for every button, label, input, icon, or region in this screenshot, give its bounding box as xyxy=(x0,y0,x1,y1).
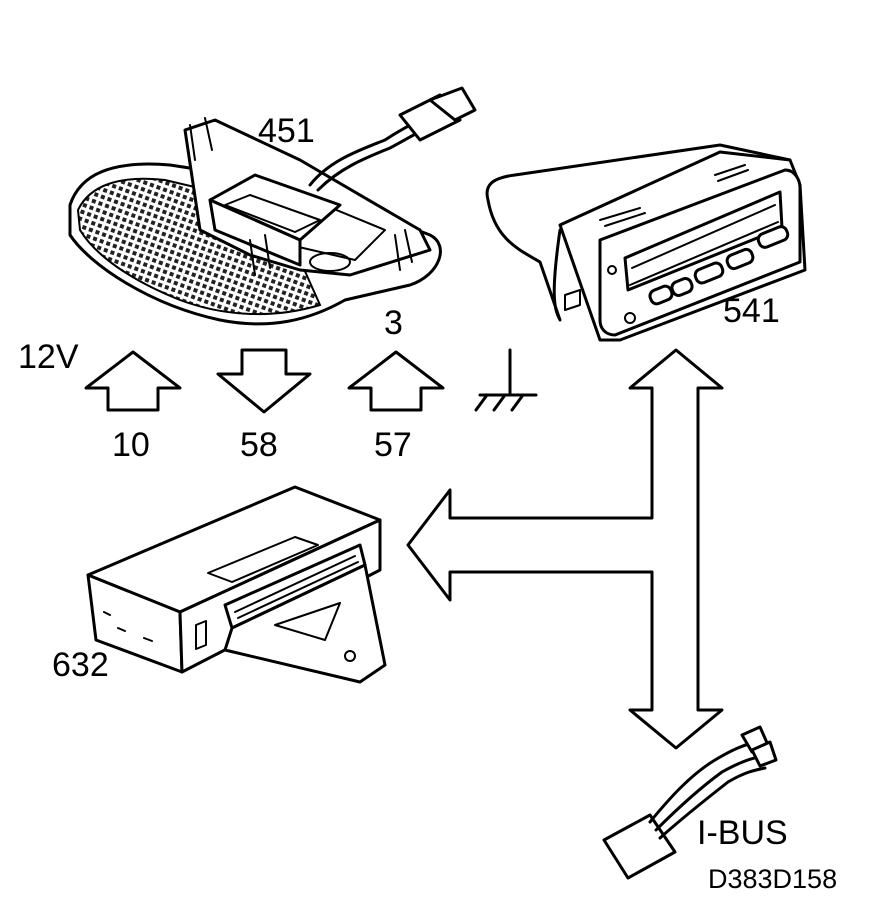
figure-code: D383D158 xyxy=(708,864,837,894)
label-10: 10 xyxy=(112,426,150,464)
bidirectional-arrow-icon xyxy=(406,348,724,750)
interior-lamp-illustration xyxy=(68,86,477,326)
label-451: 451 xyxy=(258,112,315,150)
label-3: 3 xyxy=(384,304,403,342)
up-arrow-icon xyxy=(347,350,445,412)
ground-symbol-icon xyxy=(474,348,538,412)
down-arrow-icon xyxy=(216,348,312,414)
up-arrow-icon xyxy=(84,350,182,412)
label-ibus: I-BUS xyxy=(697,814,788,852)
label-12v: 12V xyxy=(18,338,79,376)
label-58: 58 xyxy=(240,426,278,464)
label-57: 57 xyxy=(374,426,412,464)
display-unit-illustration xyxy=(485,143,807,342)
label-632: 632 xyxy=(52,646,109,684)
control-module-illustration xyxy=(86,485,387,684)
label-541: 541 xyxy=(723,292,780,330)
ibus-connector-illustration xyxy=(602,725,778,880)
